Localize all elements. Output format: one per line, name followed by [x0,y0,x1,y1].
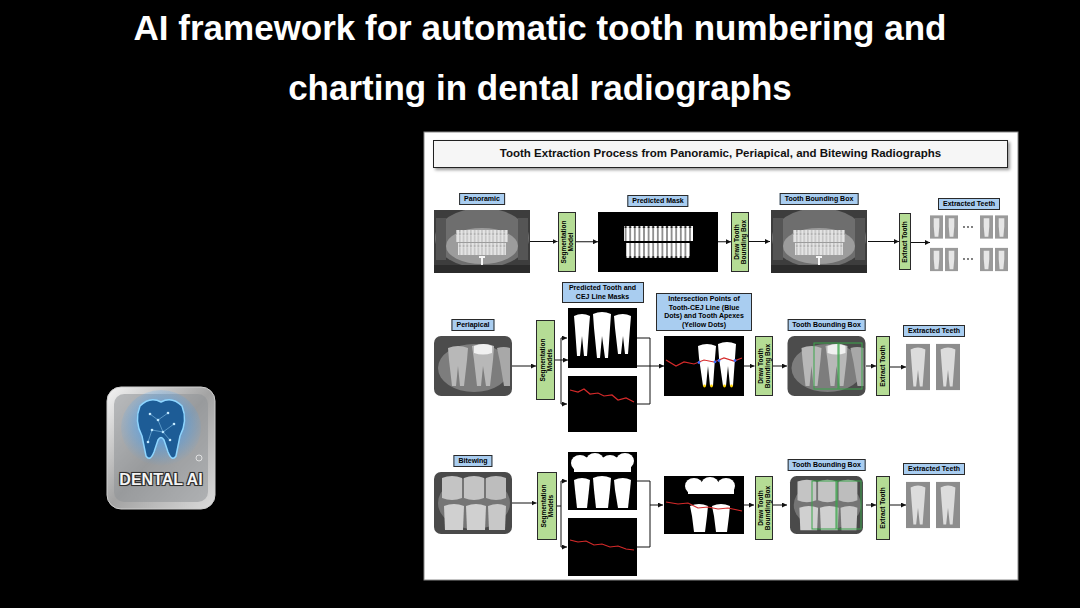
connector-arrow [890,505,906,506]
box-label: Tooth Extraction Process from Panoramic,… [494,147,947,161]
connector-arrow [555,360,568,361]
periapical-xray [434,336,512,396]
bracket-lines [556,338,754,547]
intersection-image [664,476,744,534]
heading-label: Periapical [451,319,494,331]
box-label: Draw Tooth Bounding Box [756,481,770,535]
heading-label: Tooth Bounding Box [787,459,866,471]
image-node: Predicted Tooth and CEJ Line Masks [568,308,637,432]
process-box: Segmentation Model [558,212,576,272]
heading-label: Predicted Mask [627,195,688,207]
box-label: Segmentation Model [559,215,573,269]
panoramic-xray [771,208,867,273]
image-node: Bitewing [434,472,512,534]
box-label: Extract Tooth [879,487,886,528]
process-box: Segmentation Models [537,472,557,540]
cej-mask [568,518,637,576]
image-node: Tooth Bounding Box [787,336,866,396]
connector-arrow [718,241,731,242]
image-node: Periapical [434,336,512,396]
box-label: Extract Tooth [879,345,886,386]
title-text: AI framework for automatic tooth numberi… [60,0,1020,118]
connector-arrow [576,241,599,242]
heading-label: Bitewing [453,455,492,467]
bounding-box-image [788,336,866,396]
tooth-mask [568,308,637,368]
logo-icon [107,387,215,509]
process-box: Extract Tooth [876,336,890,396]
logo-text: DENTAL AI [107,470,215,490]
figure-panel [424,132,1018,580]
heading-label: Tooth Bounding Box [787,319,866,331]
image-node: Tooth Bounding Box [770,210,868,273]
connector-arrow [637,366,664,367]
heading-label: Extracted Teeth [903,463,965,475]
process-box: Draw Tooth Bounding Box [755,336,773,396]
process-box: Segmentation Models [536,320,555,400]
extracted-tooth-tiles [930,215,1008,271]
image-node: Panoramic [434,210,530,273]
connector-arrow [749,241,770,242]
process-box: Draw Tooth Bounding Box [755,476,773,540]
extracted-tooth-tiles [906,482,960,528]
process-box: Extract Tooth [899,213,911,270]
connector-arrow [866,505,876,506]
bounding-box-image [790,476,863,534]
heading-label: Intersection Points of Tooth-CEJ Line (B… [656,293,752,331]
heading-label: Extracted Teeth [938,198,1000,210]
bitewing-xray [434,472,512,534]
connector-arrow [512,366,536,367]
panoramic-xray [434,208,530,273]
intersection-image [664,336,744,396]
heading-label: Panoramic [459,193,505,205]
connector-arrow [868,241,899,242]
box-label: Draw Tooth Bounding Box [756,339,770,393]
connector-arrow [890,367,906,368]
extracted-tooth-tiles [906,344,960,390]
image-node: Extracted Teeth [906,480,962,530]
cej-mask [568,376,637,432]
tooth-mask [568,452,637,510]
image-node: Tooth Bounding Box [787,476,866,534]
connector-arrow [911,242,930,243]
box-label: Extract Tooth [901,221,908,262]
heading-label: Extracted Teeth [903,325,965,337]
process-box: Draw Tooth Bounding Box [731,212,749,272]
image-node: Predicted Mask [598,212,718,272]
image-node: Intersection Points of Tooth-CEJ Line (B… [664,336,744,396]
heading-label: Predicted Tooth and CEJ Line Masks [562,282,644,303]
box-label: Segmentation Models [538,333,552,387]
mask-image [598,212,718,272]
title-box: Tooth Extraction Process from Panoramic,… [433,140,1008,168]
image-node: Extracted Teeth [930,215,1008,272]
box-label: Draw Tooth Bounding Box [733,215,747,269]
connector-arrow [773,366,788,367]
connector-arrow [512,503,537,504]
connector-arrow [744,366,755,367]
connector-arrow [866,366,876,367]
box-label: Segmentation Models [539,479,553,533]
process-box: Extract Tooth [876,476,890,540]
heading-label: Tooth Bounding Box [780,193,859,205]
connector-arrow [773,505,788,506]
image-node: Extracted Teeth [906,342,962,392]
connector-arrow [530,241,558,242]
